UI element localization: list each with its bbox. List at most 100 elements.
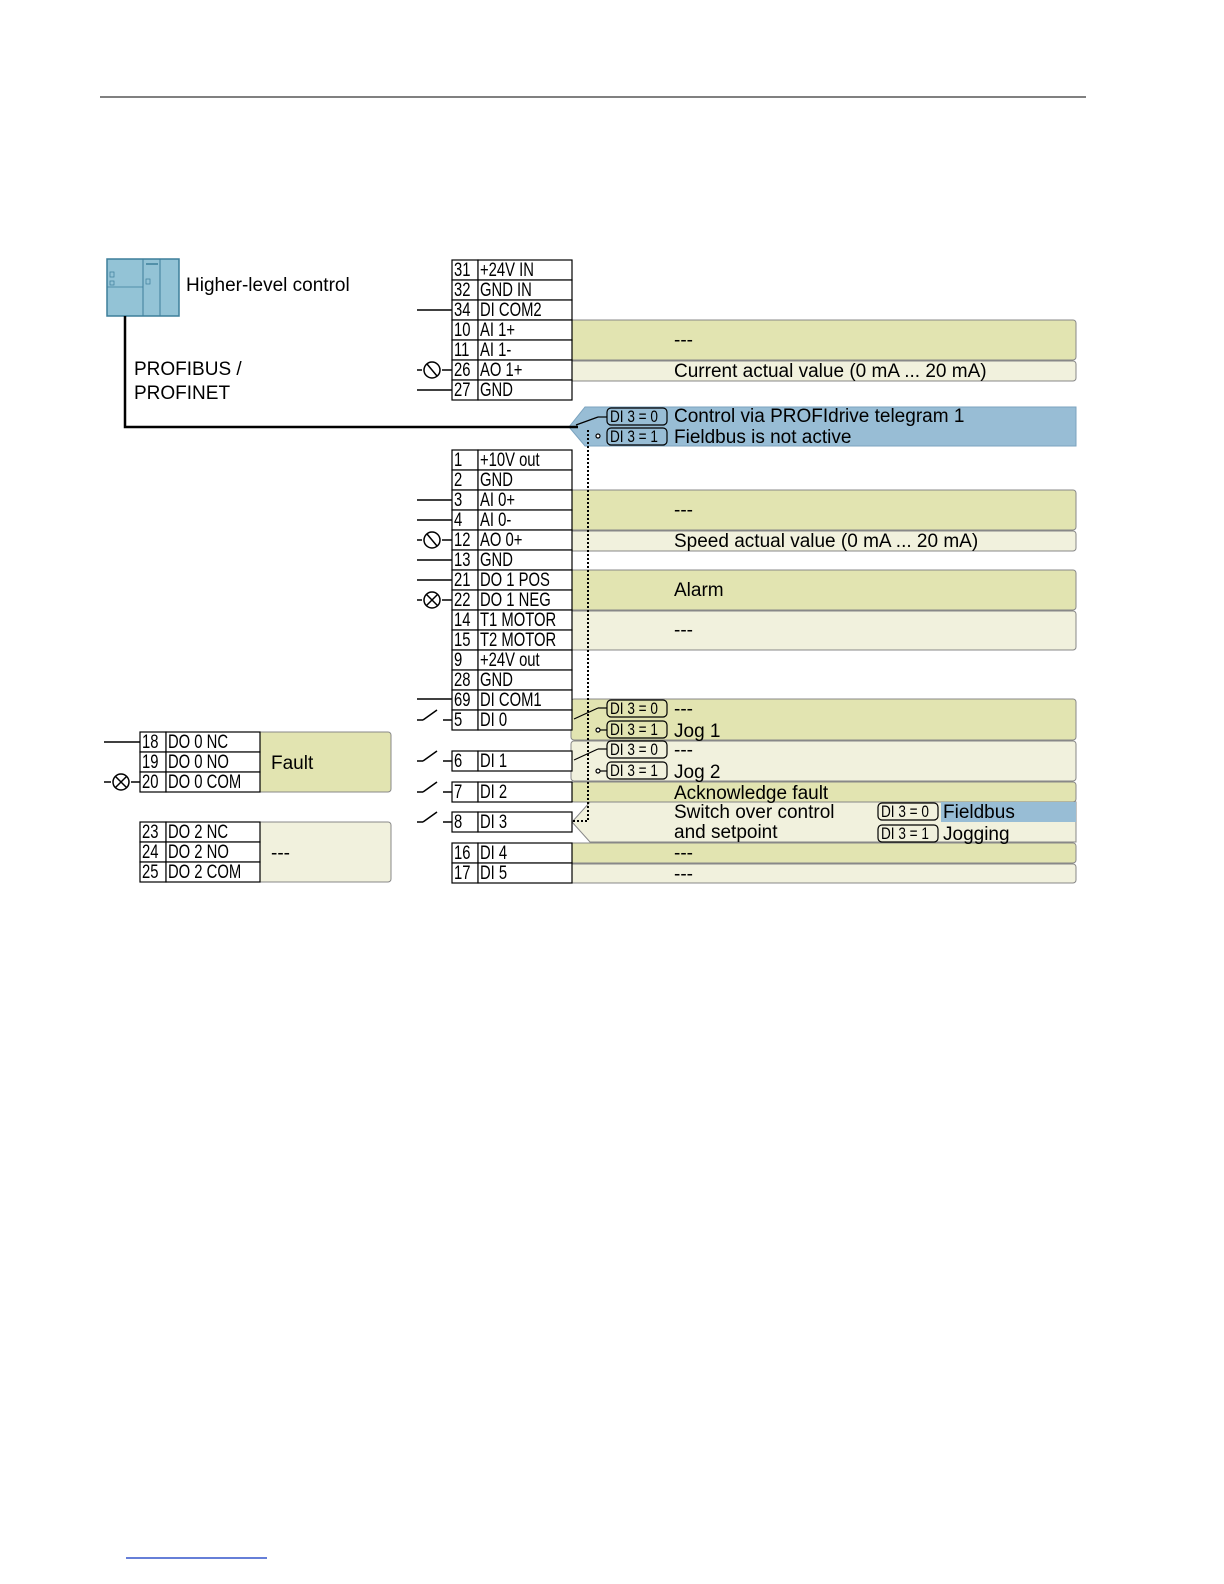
terminal-name: DI 4 <box>480 842 507 863</box>
terminal-number: 3 <box>454 489 462 510</box>
terminal-name: +24V IN <box>480 259 534 280</box>
terminal-name: T1 MOTOR <box>480 609 556 630</box>
terminal-row-19: 19 DO 0 NO <box>139 751 261 773</box>
terminal-number: 13 <box>454 549 470 570</box>
terminal-number: 27 <box>454 379 470 400</box>
terminal-number: 19 <box>142 751 158 772</box>
svg-text:DI 3 = 0: DI 3 = 0 <box>881 803 929 822</box>
terminal-number: 20 <box>142 771 158 792</box>
terminal-row-22: 22 DO 1 NEG <box>451 589 573 611</box>
do0-function: Fault <box>271 753 314 774</box>
terminal-number: 8 <box>454 811 462 832</box>
di3-0-function: Fieldbus <box>943 802 1015 823</box>
terminal-name: DI COM2 <box>480 299 542 320</box>
svg-text:DI 3 = 1: DI 3 = 1 <box>610 428 658 447</box>
terminal-name: DO 0 NO <box>168 751 229 772</box>
di0-di3-1-function: Jog 1 <box>674 721 720 742</box>
terminal-name: DI 1 <box>480 750 507 771</box>
di3-1-function: Jogging <box>943 824 1010 845</box>
badge-fieldbus-di3-1: DI 3 = 1 <box>606 427 668 447</box>
terminal-number: 12 <box>454 529 470 550</box>
terminal-number: 31 <box>454 259 470 280</box>
ao0-function: Speed actual value (0 mA ... 20 mA) <box>674 531 978 552</box>
terminal-row-27: 27 GND <box>451 379 573 401</box>
svg-text:DI 3 = 0: DI 3 = 0 <box>610 700 658 719</box>
terminal-number: 5 <box>454 709 462 730</box>
ai0-function: --- <box>674 500 693 521</box>
lamp-icon-do0 <box>112 773 130 791</box>
terminal-number: 7 <box>454 781 462 802</box>
terminal-number: 10 <box>454 319 470 340</box>
terminal-row-1: 1+10V out <box>451 449 573 471</box>
terminal-name: AI 0- <box>480 509 511 530</box>
selector-icon-di1 <box>573 748 607 774</box>
terminal-number: 16 <box>454 842 470 863</box>
badge-di0-di3-0: DI 3 = 0 <box>606 699 668 719</box>
terminal-row-11: 11 AI 1- <box>451 339 573 361</box>
terminal-name: AO 1+ <box>480 359 522 380</box>
svg-text:DI 3 = 1: DI 3 = 1 <box>610 762 658 781</box>
terminal-name: DI 3 <box>480 811 507 832</box>
terminal-name: DI 5 <box>480 862 507 883</box>
badge-di1-di3-0: DI 3 = 0 <box>606 740 668 760</box>
di0-di3-0-function: --- <box>674 699 693 720</box>
switch-icon-di2 <box>417 781 452 793</box>
bus-label-line2: PROFINET <box>134 383 230 404</box>
terminal-name: GND <box>480 669 513 690</box>
fieldbus-di3-0-function: Control via PROFIdrive telegram 1 <box>674 406 964 427</box>
terminal-name: DO 1 POS <box>480 569 550 590</box>
svg-text:DI 3 = 1: DI 3 = 1 <box>610 721 658 740</box>
terminal-number: 21 <box>454 569 470 590</box>
terminal-number: 11 <box>454 339 469 360</box>
terminal-number: 2 <box>454 469 462 490</box>
terminal-name: AI 1- <box>480 339 511 360</box>
badge-di3-di3-1: DI 3 = 1 <box>877 824 939 843</box>
ai1-function: --- <box>674 330 693 351</box>
terminal-name: DO 1 NEG <box>480 589 551 610</box>
terminal-name: AI 1+ <box>480 319 515 340</box>
external-wiring <box>104 309 452 783</box>
terminal-name: GND <box>480 379 513 400</box>
badge-fieldbus-di3-0: DI 3 = 0 <box>606 407 668 426</box>
di3-selection-dotted-line <box>573 430 589 822</box>
terminal-number: 26 <box>454 359 470 380</box>
do1-function: Alarm <box>674 580 724 601</box>
terminal-name: DO 0 COM <box>168 771 241 792</box>
terminal-number: 14 <box>454 609 470 630</box>
terminal-number: 15 <box>454 629 470 650</box>
di2-function: Acknowledge fault <box>674 783 829 804</box>
fieldbus-function-box <box>568 406 1077 447</box>
terminal-row-21: 21 DO 1 POS <box>451 569 573 591</box>
lamp-icon-do1 <box>423 591 441 609</box>
terminal-number: 69 <box>454 689 470 710</box>
ao1-function: Current actual value (0 mA ... 20 mA) <box>674 361 987 382</box>
plc-icon <box>106 258 180 317</box>
fieldbus-cable <box>123 316 578 429</box>
terminal-number: 24 <box>142 841 158 862</box>
terminal-number: 22 <box>454 589 470 610</box>
terminal-name: DO 0 NC <box>168 731 228 752</box>
terminal-name: GND <box>480 549 513 570</box>
terminal-row-5: 5 DI 0 <box>451 709 573 731</box>
function-boxes <box>139 319 1077 884</box>
terminal-name: DI 0 <box>480 709 507 730</box>
controller-label: Higher-level control <box>186 275 350 296</box>
svg-text:DI 3 = 0: DI 3 = 0 <box>610 741 658 760</box>
selector-icon-fieldbus <box>575 416 607 439</box>
di1-di3-0-function: --- <box>674 740 693 761</box>
terminal-number: 25 <box>142 861 158 882</box>
terminal-row-9: 9+24V out <box>451 649 573 671</box>
terminal-number: 32 <box>454 279 470 300</box>
